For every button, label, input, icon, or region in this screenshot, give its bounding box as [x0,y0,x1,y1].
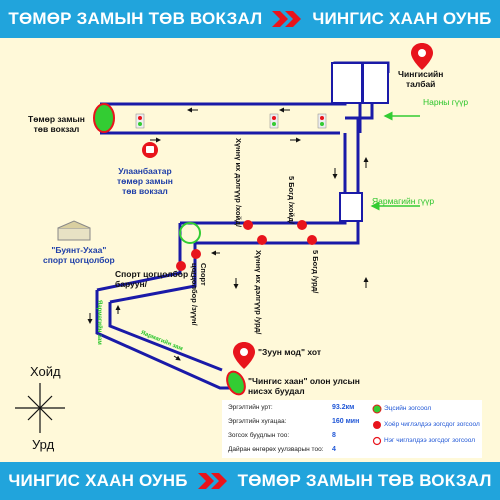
bridge-box [362,62,389,104]
green-dot-icon [372,404,382,414]
compass-icon [15,383,65,433]
terminal-stop-station [93,103,115,133]
legend-label: Нэг чиглэлдээ зогсдог зогсоол [384,437,476,444]
label-buyant-ukhaa: "Буянт-Ухаа"спорт цогцолбор [43,245,115,265]
footer-destination: ТӨМӨР ЗАМЫН ТӨВ ВОКЗАЛ [237,471,492,490]
traffic-light-icon [269,113,279,129]
label-road-left: Яармагийн зам [96,300,102,345]
stop-khunnu-north [243,220,253,230]
double-chevron-icon [197,473,227,489]
stop-bogd-south [307,235,317,245]
bridge-box [331,62,363,104]
info-row-value: 93.2км [332,404,355,411]
info-row-value: 4 [332,446,336,453]
stop-sport-west [176,261,186,271]
info-row-label: Зогсох буудлын тоо: [228,432,290,439]
label-bogd-south: 5 Богд /урд/ [311,250,320,294]
info-row-label: Дайран өнгөрөх уулзварын тоо: [228,446,324,453]
legend-label: Хоёр чиглэлдээ зогсдог зогсоол [384,421,480,428]
one-direction-stop [179,222,201,244]
double-chevron-icon [272,11,302,27]
red-ring-icon [372,436,382,446]
compass-north: Хойд [30,364,61,379]
stop-sport-east [191,249,201,259]
location-pin-icon [233,342,255,369]
label-khunnu-north: Хүннү их дэлгүүр /хойд/ [234,138,243,228]
bridge-box [339,192,363,222]
stop-khunnu-south [257,235,267,245]
terminal-stop-airport [226,370,246,396]
label-yarmag-bridge: Яармагийн гүүр [372,196,435,206]
label-khunnu-south: Хүннү их дэлгүүр /урд/ [254,250,263,335]
label-narny-bridge: Нарны гүүр [423,97,469,107]
route-info-panel: Эргэлтийн урт: 93.2км Эргэлтийн хугацаа:… [222,400,482,458]
direction-arrows [87,107,369,361]
header-origin: ТӨМӨР ЗАМЫН ТӨВ ВОКЗАЛ [8,9,263,28]
header-banner: ТӨМӨР ЗАМЫН ТӨВ ВОКЗАЛ ЧИНГИС ХААН ОУНБ [0,0,500,38]
label-zuun-mod: "Зуун мод" хот [258,347,322,357]
location-pin-icon [411,43,433,70]
red-dot-icon [373,421,381,429]
info-row-value: 160 мин [332,418,360,425]
train-station-icon [142,142,158,158]
header-destination: ЧИНГИС ХААН ОУНБ [312,9,492,28]
legend-label: Эцсийн зогсоол [384,405,432,412]
stop-bogd-north [297,220,307,230]
compass-south: Урд [32,437,55,452]
route-svg [15,43,433,433]
label-sport-west: Спорт цогцолбор /баруун/ [115,269,193,289]
traffic-light-icon [135,113,145,129]
info-row-label: Эргэлтийн хугацаа: [228,418,287,425]
stadium-icon [57,220,91,241]
footer-banner: ЧИНГИС ХААН ОУНБ ТӨМӨР ЗАМЫН ТӨВ ВОКЗАЛ [0,462,500,500]
info-row-label: Эргэлтийн урт: [228,404,273,411]
label-bogd-north: 5 Богд /хойд/ [287,176,296,225]
traffic-light-icon [317,113,327,129]
footer-origin: ЧИНГИС ХААН ОУНБ [8,471,188,490]
info-row-value: 8 [332,432,336,439]
